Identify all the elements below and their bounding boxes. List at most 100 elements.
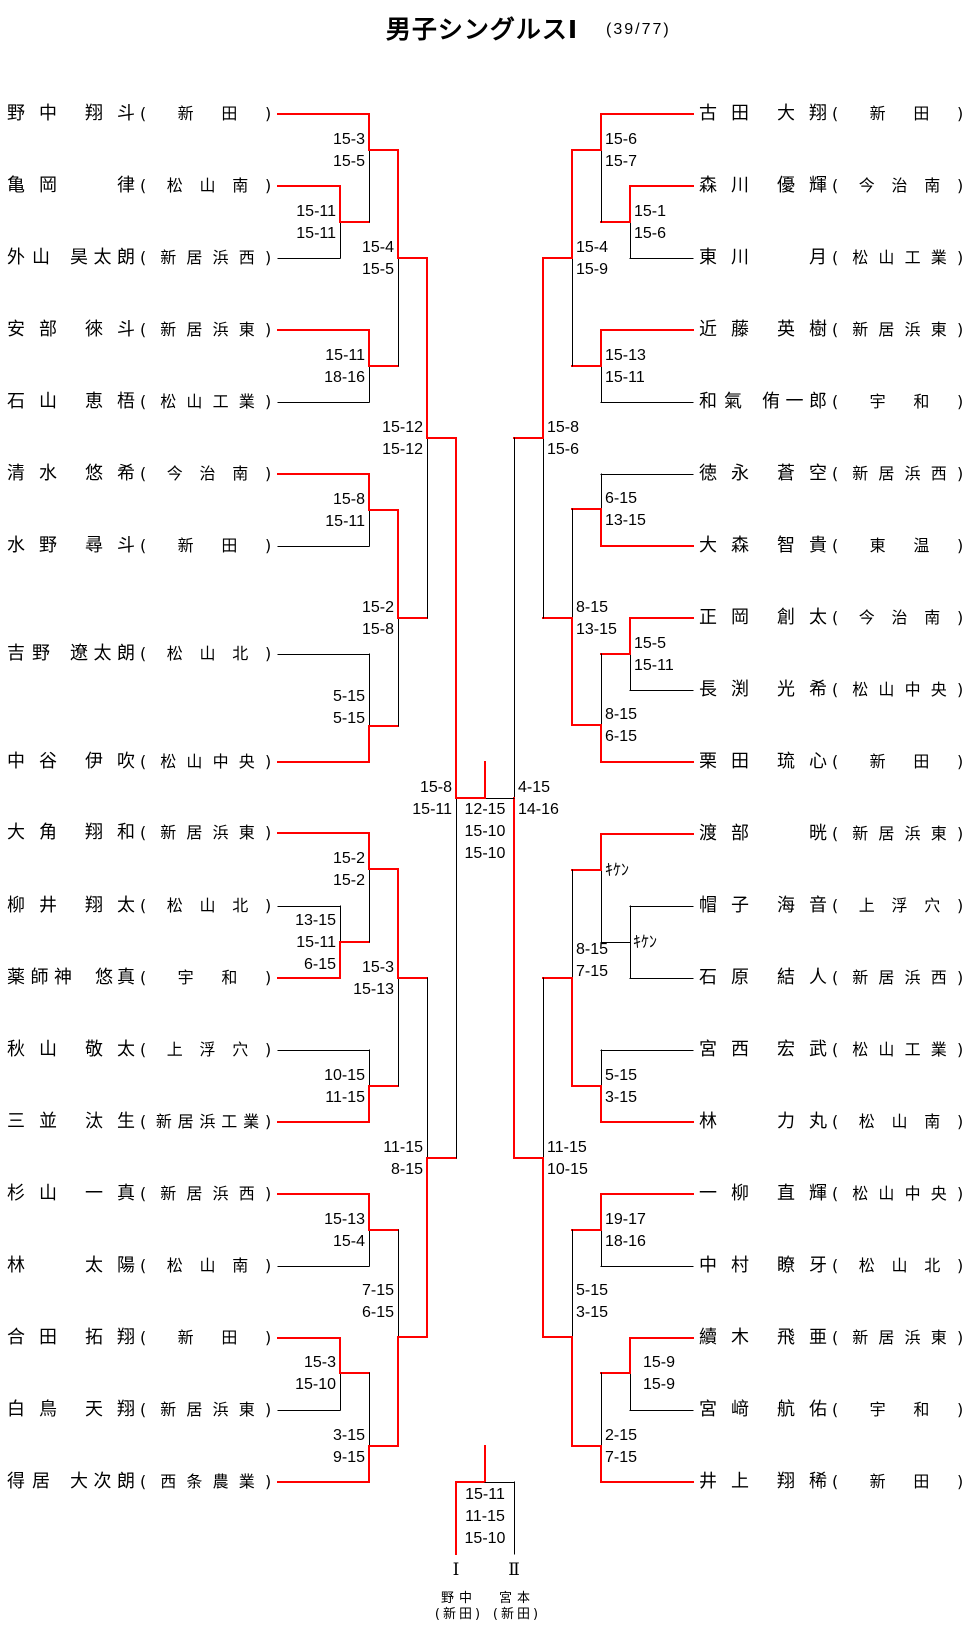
glyph: 居 xyxy=(878,968,895,987)
school-paren-close: ) xyxy=(265,1328,272,1347)
player-entry: 古田大翔(新田) xyxy=(692,102,971,126)
game-score: 15-3 xyxy=(303,1354,336,1371)
glyph: 中 xyxy=(699,1255,717,1276)
glyph: 新 xyxy=(852,968,869,987)
game-score: 15-11 xyxy=(325,513,365,530)
player-entry: 石山恵梧(松山工業) xyxy=(0,390,280,414)
player-entry: 得居大次朗(西条農業) xyxy=(0,1470,280,1494)
glyph: 太 xyxy=(809,607,827,628)
glyph: 斗 xyxy=(117,319,135,340)
glyph: 浜 xyxy=(212,248,229,267)
glyph: 田 xyxy=(913,104,930,123)
glyph: 央 xyxy=(238,752,255,771)
game-score: 7-15 xyxy=(361,1282,394,1299)
school-paren-open: ( xyxy=(832,176,839,195)
game-score: 6-15 xyxy=(303,956,336,973)
player-school: 今治南 xyxy=(842,174,957,198)
player-family-name: 白鳥 xyxy=(7,1398,57,1422)
glyph: 永 xyxy=(731,463,749,484)
player-given-name: 英樹 xyxy=(777,318,827,342)
game-score: 15-8 xyxy=(361,621,394,638)
glyph: 太 xyxy=(85,1255,103,1276)
school-paren-close: ) xyxy=(957,680,964,699)
glyph: 松 xyxy=(852,680,869,699)
glyph: 長 xyxy=(699,679,717,700)
school-paren-open: ( xyxy=(140,1328,147,1347)
glyph: 月 xyxy=(809,247,827,268)
glyph: 東 xyxy=(699,247,717,268)
school-paren-open: ( xyxy=(832,896,839,915)
glyph: 田 xyxy=(221,104,238,123)
glyph: 新 xyxy=(160,823,177,842)
glyph: 松 xyxy=(858,1112,875,1131)
game-score: 4-15 xyxy=(518,779,551,796)
glyph: 宇 xyxy=(869,392,886,411)
glyph: 東 xyxy=(930,824,947,843)
glyph: 南 xyxy=(232,1256,249,1275)
school-paren-open: ( xyxy=(832,1112,839,1131)
player-entry: 長渕光希(松山中央) xyxy=(692,678,971,702)
glyph: 水 xyxy=(7,535,25,556)
school-paren-open: ( xyxy=(140,644,147,663)
glyph: 南 xyxy=(924,176,941,195)
glyph: 山 xyxy=(199,896,216,915)
glyph: 薬 xyxy=(7,967,25,988)
player-entry: 中谷伊吹(松山中央) xyxy=(0,750,280,774)
school-paren-open: ( xyxy=(832,1184,839,1203)
school-paren-open: ( xyxy=(140,1184,147,1203)
player-entry: 正岡創太(今治南) xyxy=(692,606,971,630)
glyph: 治 xyxy=(891,608,908,627)
glyph: 次 xyxy=(93,1471,112,1492)
school-paren-close: ) xyxy=(957,320,964,339)
game-score: 8-15 xyxy=(605,706,638,723)
game-score: 15-11 xyxy=(296,203,336,220)
player-family-name: 續木 xyxy=(699,1326,749,1350)
glyph: 山 xyxy=(39,391,57,412)
player-school: 松山南 xyxy=(150,174,265,198)
game-score: 6-15 xyxy=(361,1304,394,1321)
glyph: 岡 xyxy=(731,607,749,628)
bracket-label-1: Ⅰ xyxy=(452,1560,460,1580)
school-paren-close: ) xyxy=(957,176,964,195)
glyph: 一 xyxy=(699,1183,717,1204)
glyph: 音 xyxy=(809,895,827,916)
game-score: 15-5 xyxy=(634,635,667,652)
player-entry: 柳井翔太(松山北) xyxy=(0,894,280,918)
school-paren-open: ( xyxy=(832,248,839,267)
glyph: 山 xyxy=(199,176,216,195)
school-paren-close: ) xyxy=(957,1472,964,1491)
player-school: 新居浜西 xyxy=(842,966,957,990)
player-school: 松山中央 xyxy=(842,678,957,702)
glyph: 北 xyxy=(924,1256,941,1275)
glyph: 三 xyxy=(7,1111,25,1132)
player-school: 新居浜東 xyxy=(842,822,957,846)
player-family-name: 合田 xyxy=(7,1326,57,1350)
player-entry: 亀岡律(松山南) xyxy=(0,174,280,198)
glyph: 新 xyxy=(160,1400,177,1419)
school-paren-open: ( xyxy=(832,752,839,771)
glyph: 東 xyxy=(869,536,886,555)
school-paren-close: ) xyxy=(475,1607,484,1622)
school-paren-close: ) xyxy=(265,176,272,195)
glyph: 部 xyxy=(731,823,749,844)
player-school: 松山工業 xyxy=(150,390,265,414)
game-score: 15-8 xyxy=(332,491,365,508)
game-score: 3-15 xyxy=(576,1304,609,1321)
overall-finalist-name: 宮本 xyxy=(498,1591,535,1606)
game-score: 15-2 xyxy=(332,850,365,867)
glyph: 吹 xyxy=(117,751,135,772)
glyph: 野 xyxy=(32,643,50,664)
glyph: 北 xyxy=(232,896,249,915)
glyph: 川 xyxy=(731,247,749,268)
glyph: 瞭 xyxy=(777,1255,795,1276)
player-family-name: 薬師神 xyxy=(7,966,72,990)
glyph: 原 xyxy=(731,967,749,988)
